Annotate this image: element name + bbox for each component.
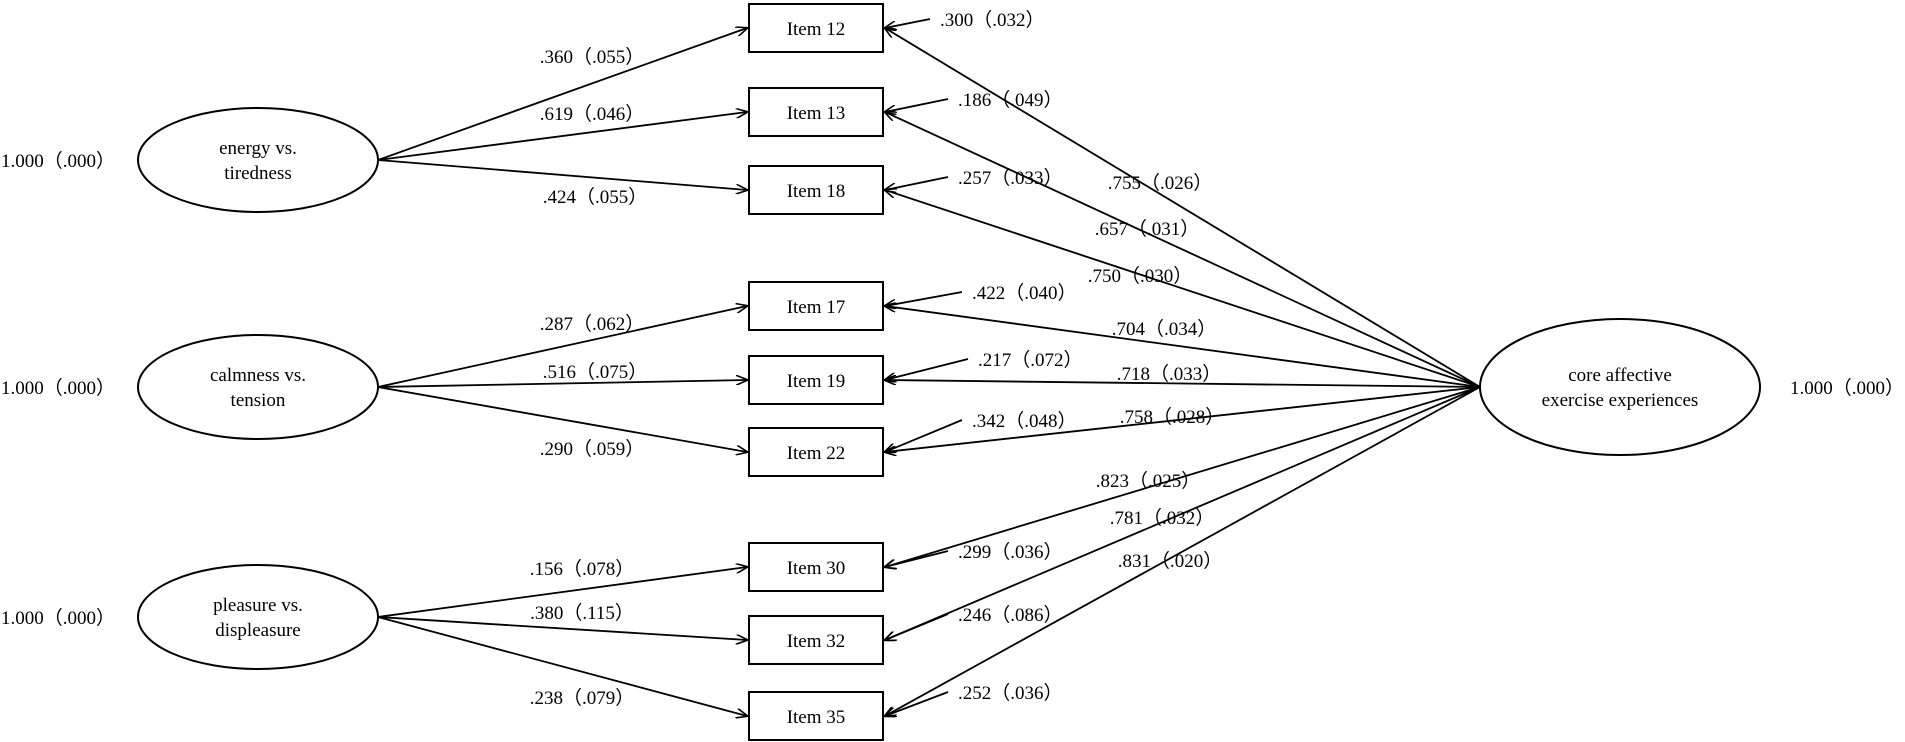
item-17-residual-label: .422（.040）	[972, 282, 1077, 304]
path-pleasure-to-item-32	[377, 616, 747, 640]
loading-pleasure-item-35: .238（.079）	[530, 687, 635, 709]
factor-energy-variance: 1.000（.000）	[1, 150, 115, 172]
loading-core-item-18: .750（.030）	[1088, 265, 1193, 287]
factor-energy-label-line-2: tiredness	[224, 163, 292, 184]
factor-pleasure-label-line-2: displeasure	[215, 620, 300, 641]
factor-pleasure-variance: 1.000（.000）	[1, 607, 115, 629]
item-35-residual-label: .252（.036）	[958, 682, 1063, 704]
path-energy-to-item-18	[377, 159, 747, 190]
path-core-to-item-30	[885, 386, 1481, 567]
item-30-label: Item 30	[787, 558, 846, 579]
item-13-residual-label: .186（.049）	[958, 89, 1063, 111]
item-32-label: Item 32	[787, 631, 846, 652]
item-35-box	[748, 691, 884, 741]
item-13-box	[748, 87, 884, 137]
item-30-box	[748, 542, 884, 592]
item-12-residual-arrow	[885, 18, 931, 28]
item-17-residual-arrow	[885, 291, 963, 306]
item-32-residual-label: .246（.086）	[958, 604, 1063, 626]
factor-calmness-label-line-1: calmness vs.	[210, 365, 306, 386]
item-22-residual-label: .342（.048）	[972, 410, 1077, 432]
path-core-to-item-17	[885, 306, 1481, 388]
loading-core-item-30: .823（.025）	[1096, 470, 1201, 492]
item-19-residual-arrow	[885, 358, 969, 380]
factor-energy-ellipse	[137, 107, 379, 213]
path-core-to-item-13	[885, 112, 1481, 388]
factor-core-variance: 1.000（.000）	[1790, 377, 1904, 399]
path-energy-to-item-12	[377, 28, 747, 161]
item-22-box	[748, 427, 884, 477]
factor-core-label-line-1: core affective	[1568, 365, 1672, 386]
path-pleasure-to-item-30	[377, 567, 747, 618]
item-30-residual-label: .299（.036）	[958, 541, 1063, 563]
loading-calmness-item-17: .287（.062）	[540, 313, 645, 335]
loading-core-item-32: .781（.032）	[1110, 507, 1215, 529]
item-35-residual-arrow	[885, 691, 949, 716]
item-19-residual-label: .217（.072）	[978, 349, 1083, 371]
loading-energy-item-12: .360（.055）	[540, 46, 645, 68]
factor-pleasure-ellipse	[137, 564, 379, 670]
item-12-label: Item 12	[787, 19, 846, 40]
path-core-to-item-32	[885, 386, 1481, 640]
path-core-to-item-19	[885, 380, 1481, 388]
item-12-residual-label: .300（.032）	[940, 9, 1045, 31]
path-calmness-to-item-17	[377, 306, 747, 388]
item-18-residual-arrow	[885, 176, 949, 190]
loading-core-item-19: .718（.033）	[1117, 363, 1222, 385]
path-calmness-to-item-22	[377, 386, 747, 452]
loading-energy-item-13: .619（.046）	[540, 103, 645, 125]
item-22-label: Item 22	[787, 443, 846, 464]
item-13-residual-arrow	[885, 98, 949, 112]
loading-pleasure-item-30: .156（.078）	[530, 558, 635, 580]
loading-core-item-13: .657（.031）	[1095, 218, 1200, 240]
item-32-box	[748, 615, 884, 665]
factor-energy-label-line-1: energy vs.	[219, 138, 297, 159]
item-35-label: Item 35	[787, 707, 846, 728]
loading-core-item-17: .704（.034）	[1112, 318, 1217, 340]
loading-core-item-35: .831（.020）	[1118, 550, 1223, 572]
loading-calmness-item-22: .290（.059）	[540, 438, 645, 460]
path-energy-to-item-13	[377, 112, 747, 161]
loading-calmness-item-19: .516（.075）	[543, 361, 648, 383]
item-19-label: Item 19	[787, 371, 846, 392]
item-18-label: Item 18	[787, 181, 846, 202]
item-13-label: Item 13	[787, 103, 846, 124]
item-17-label: Item 17	[787, 297, 846, 318]
factor-calmness-ellipse	[137, 334, 379, 440]
item-12-box	[748, 3, 884, 53]
path-calmness-to-item-19	[377, 380, 747, 388]
factor-calmness-label-line-2: tension	[231, 390, 286, 411]
path-pleasure-to-item-35	[377, 616, 747, 716]
factor-calmness-variance: 1.000（.000）	[1, 377, 115, 399]
factor-core-ellipse	[1479, 318, 1761, 456]
path-core-to-item-18	[885, 190, 1481, 388]
loading-pleasure-item-32: .380（.115）	[530, 602, 634, 624]
item-18-residual-label: .257（.033）	[958, 167, 1063, 189]
factor-pleasure-label-line-1: pleasure vs.	[213, 595, 303, 616]
loading-core-item-12: .755（.026）	[1108, 172, 1213, 194]
loading-core-item-22: .758（.028）	[1120, 406, 1225, 428]
path-core-to-item-12	[885, 28, 1481, 388]
path-core-to-item-22	[885, 386, 1481, 452]
item-17-box	[748, 281, 884, 331]
loading-energy-item-18: .424（.055）	[543, 186, 648, 208]
item-19-box	[748, 355, 884, 405]
factor-core-label-line-2: exercise experiences	[1542, 390, 1699, 411]
path-core-to-item-35	[885, 386, 1481, 716]
item-22-residual-arrow	[885, 419, 963, 452]
item-18-box	[748, 165, 884, 215]
